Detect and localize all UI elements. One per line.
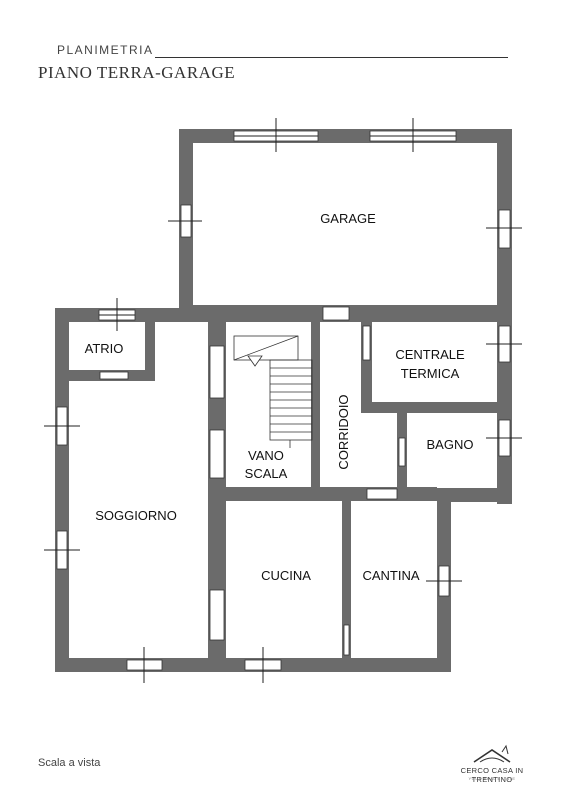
room-centrale-1: CENTRALE xyxy=(395,347,465,362)
logo-house-icon xyxy=(473,744,511,763)
plan-title: PIANO TERRA-GARAGE xyxy=(38,63,236,82)
room-vano-2: SCALA xyxy=(245,466,288,481)
scale-note: Scala a vista xyxy=(38,757,101,769)
room-atrio: ATRIO xyxy=(85,341,124,356)
logo-tagline: YOUR REAL ESTATE xyxy=(468,776,516,781)
header-divider xyxy=(155,57,508,58)
room-centrale-2: TERMICA xyxy=(401,366,460,381)
room-corridoio: CORRIDOIO xyxy=(336,394,351,469)
stairs xyxy=(233,335,313,448)
room-cucina: CUCINA xyxy=(261,568,311,583)
plan-subtitle: PLANIMETRIA xyxy=(57,43,154,57)
room-cantina: CANTINA xyxy=(362,568,419,583)
room-bagno: BAGNO xyxy=(427,437,474,452)
room-soggiorno: SOGGIORNO xyxy=(95,508,177,523)
room-garage: GARAGE xyxy=(320,211,376,226)
room-vano-1: VANO xyxy=(248,448,284,463)
logo-name: CERCO CASA IN TRENTINO xyxy=(460,766,524,784)
